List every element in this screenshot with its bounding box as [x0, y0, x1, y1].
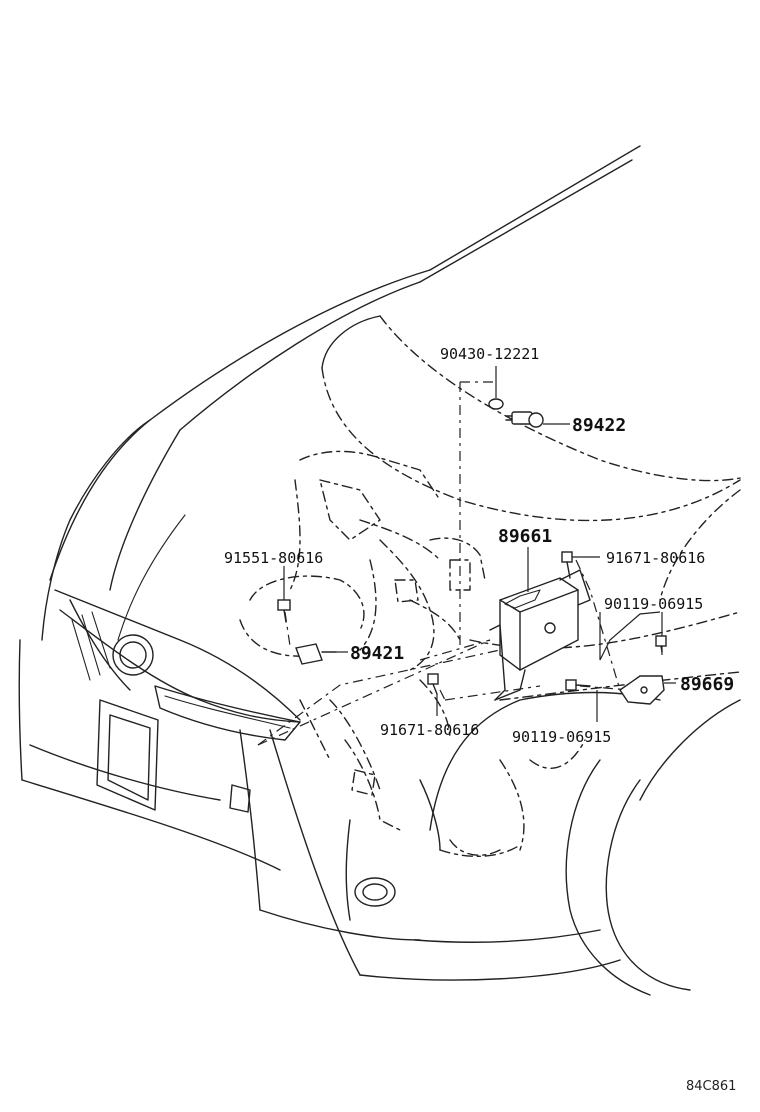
label-90119-06915-bottom: 90119-06915: [512, 728, 611, 746]
car-body-outline: [18, 145, 741, 996]
label-89661: 89661: [498, 526, 552, 547]
bracket-89669-part: [619, 675, 665, 705]
bolt-91551-part: [277, 599, 291, 623]
label-89421: 89421: [350, 643, 404, 664]
label-91671-80616-top: 91671-80616: [606, 549, 705, 567]
label-91551-80616: 91551-80616: [224, 549, 323, 567]
label-89669: 89669: [680, 674, 734, 695]
bolt-91671-bottom-part: [427, 673, 439, 695]
diagram-code: 84C861: [686, 1079, 736, 1094]
part-labels: 90430-12221 89422 89661 91671-80616 9155…: [224, 345, 736, 1094]
washer-part: [488, 398, 504, 410]
bolt-90119-bottom-part: [565, 679, 591, 691]
label-90430-12221: 90430-12221: [440, 345, 539, 363]
bolt-90119-right-part: [655, 635, 667, 653]
leader-lines: [257, 381, 663, 746]
label-89422: 89422: [572, 415, 626, 436]
callout-lines: [283, 366, 676, 722]
engine-assembly: [239, 450, 525, 856]
label-90119-06915-right: 90119-06915: [604, 595, 703, 613]
sensor-89422-part: [505, 411, 544, 428]
sensor-89421-part: [295, 643, 337, 665]
ecu-89661-part: [489, 569, 591, 701]
label-91671-80616-bottom: 91671-80616: [380, 721, 479, 739]
